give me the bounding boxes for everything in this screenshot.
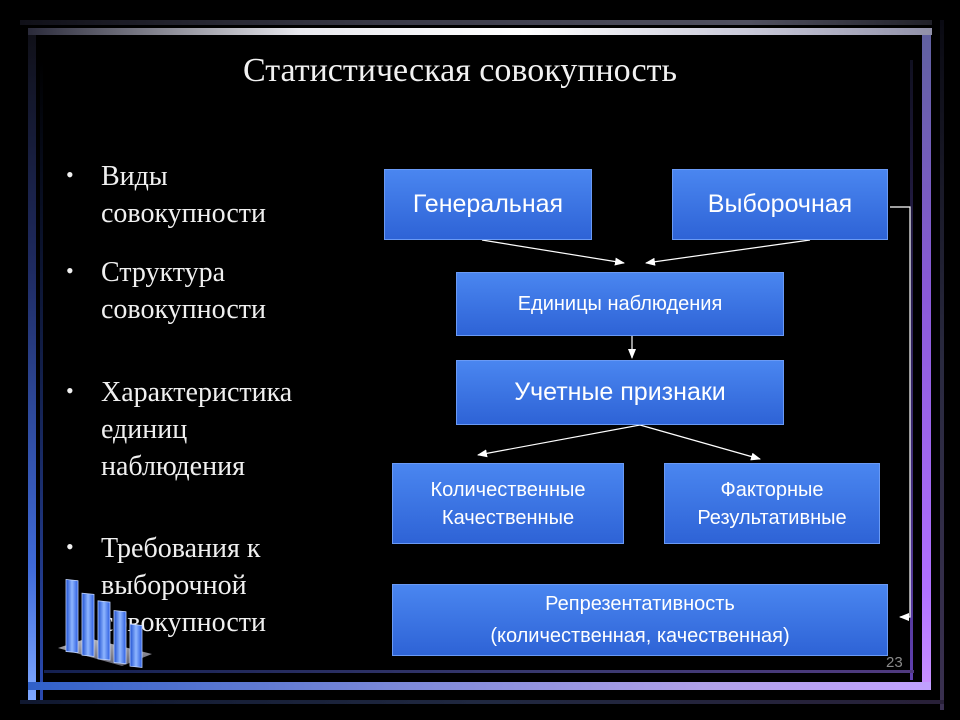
box-represent-sub-label: (количественная, качественная): [490, 625, 790, 647]
box-general-label: Генеральная: [412, 190, 564, 218]
box-qual-label: Качественные: [441, 506, 575, 529]
frame-top-shadow: [20, 20, 932, 25]
slide-number: 23: [886, 654, 903, 671]
box-general: Генеральная: [384, 169, 592, 240]
arrow-sample-to-represent: [890, 206, 911, 621]
arrow-sample-to-units: [645, 239, 811, 266]
box-sample-label: Выборочная: [707, 190, 853, 218]
bullet-line: совокупности: [101, 198, 266, 229]
bullet-line: наблюдения: [101, 451, 245, 482]
box-sample: Выборочная: [672, 169, 888, 240]
frame-right-inner: [910, 60, 913, 680]
bullet-dot: •: [66, 378, 74, 403]
frame-top: [28, 28, 932, 35]
box-represent-label: Репрезентативность: [545, 593, 735, 615]
bullet-text: Требования к выборочной совокупности: [101, 530, 361, 641]
bullet-dot: •: [66, 162, 74, 187]
box-factor-result: Факторные Результативные: [664, 463, 880, 544]
box-features-label: Учетные признаки: [514, 378, 726, 406]
box-units-label: Единицы наблюдения: [517, 292, 723, 315]
bullet-text: Структура совокупности: [101, 254, 361, 328]
frame-right: [922, 35, 931, 685]
bullet-text: Характеристика единиц наблюдения: [101, 374, 361, 485]
box-quant-label: Количественные: [430, 478, 586, 501]
bullet-line: выборочной: [101, 570, 247, 601]
arrow-features-to-factor: [639, 424, 761, 461]
bullet-text: Виды совокупности: [101, 158, 361, 232]
bullet-dot: •: [66, 534, 74, 559]
frame-bottom: [28, 682, 931, 690]
box-factor-label: Факторные: [720, 478, 824, 501]
frame-right-outer: [940, 20, 944, 710]
slide-title: Статистическая совокупность: [243, 52, 677, 89]
bar-chart-logo-icon: [58, 579, 152, 668]
bullet-line: совокупности: [101, 607, 266, 638]
bullet-line: Требования к: [101, 533, 261, 564]
frame-left: [28, 35, 36, 700]
bullet-line: совокупности: [101, 294, 266, 325]
bullet-dot: •: [66, 258, 74, 283]
box-units: Единицы наблюдения: [456, 272, 784, 336]
box-quant-qual: Количественные Качественные: [392, 463, 624, 544]
bullet-line: Структура: [101, 257, 226, 288]
bullet-line: Виды: [101, 161, 168, 192]
frame-left-inner: [40, 60, 43, 700]
box-represent: Репрезентативность (количественная, каче…: [392, 584, 888, 656]
bullet-line: Характеристика: [101, 377, 293, 408]
arrow-general-to-units: [481, 239, 625, 266]
frame-bottom-outer: [20, 700, 944, 704]
bullet-line: единиц: [101, 414, 188, 445]
box-features: Учетные признаки: [456, 360, 784, 425]
arrow-features-to-quant: [477, 424, 641, 458]
frame-bottom-inner: [44, 670, 914, 673]
box-result-label: Результативные: [697, 506, 847, 529]
